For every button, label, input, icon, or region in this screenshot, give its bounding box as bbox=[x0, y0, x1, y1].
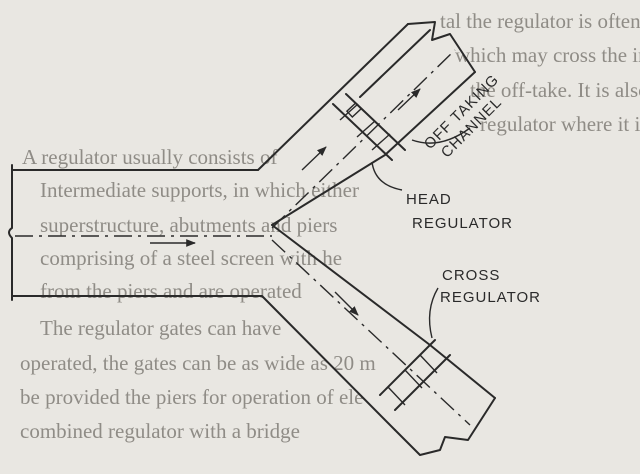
flow-arrow-offtake-1 bbox=[301, 146, 327, 171]
flow-arrow-main bbox=[334, 291, 359, 316]
bg-line-4: regulator where it is en bbox=[480, 112, 640, 136]
offtake-break-line bbox=[407, 21, 476, 73]
head-regulator-structure bbox=[332, 93, 406, 161]
main-break-line bbox=[394, 397, 496, 456]
label-head-regulator: REGULATOR bbox=[412, 215, 513, 232]
bg-line-2: which may cross the irrig bbox=[455, 43, 640, 67]
cross-regulator-structure bbox=[379, 339, 451, 411]
flow-arrow-offtake-2 bbox=[397, 88, 421, 111]
bg-line-11: operated, the gates can be as wide as 20… bbox=[20, 351, 376, 375]
offtake-inner-wall bbox=[271, 71, 476, 226]
offtake-center-line bbox=[271, 49, 456, 229]
bg-line-8: comprising of a steel screen with he bbox=[40, 246, 342, 270]
bg-line-6: Intermediate supports, in which either bbox=[40, 178, 359, 202]
canal-outline bbox=[8, 21, 496, 456]
leader-cross-regulator bbox=[428, 287, 439, 339]
center-lines bbox=[15, 49, 471, 426]
background-text: tal the regulator is often combin which … bbox=[20, 9, 640, 443]
bg-line-1: tal the regulator is often combin bbox=[440, 9, 640, 33]
left-break-line bbox=[8, 164, 13, 301]
label-cross: CROSS bbox=[442, 267, 500, 284]
labels: OFF TAKING CHANNEL HEAD REGULATOR CROSS … bbox=[406, 71, 541, 306]
leader-head-regulator bbox=[371, 161, 403, 191]
bg-line-13: combined regulator with a bridge bbox=[20, 419, 300, 443]
leader-offtake bbox=[411, 127, 471, 144]
lower-wall bbox=[11, 295, 396, 431]
label-cross-regulator: REGULATOR bbox=[440, 289, 541, 306]
bg-line-3: the off-take. It is also usually con bbox=[470, 78, 640, 102]
bg-line-7: superstructure, abutments and piers bbox=[40, 213, 337, 237]
leader-lines bbox=[371, 127, 471, 339]
flow-arrows bbox=[150, 88, 421, 316]
bg-line-9: from the piers and are operated bbox=[40, 279, 302, 303]
label-head: HEAD bbox=[406, 191, 452, 208]
bg-line-10: The regulator gates can have bbox=[40, 316, 281, 340]
main-center-line bbox=[271, 239, 471, 426]
bg-line-12: be provided the piers for operation of e… bbox=[20, 385, 363, 409]
bg-line-5: A regulator usually consists of bbox=[22, 145, 277, 169]
